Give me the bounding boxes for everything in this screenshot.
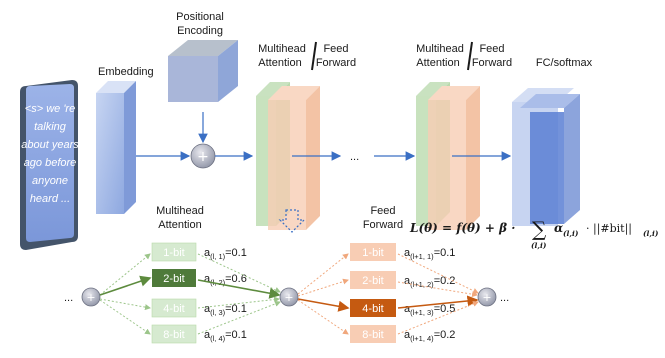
bottom-feed-label: Feed	[370, 205, 395, 217]
input-line-6: heard ...	[30, 193, 70, 205]
attention-alpha-3: a(l, 3)=0.1	[204, 303, 247, 317]
embedding-label: Embedding	[98, 66, 154, 78]
ff-alpha-2: a(l+1, 2)=0.2	[404, 275, 455, 289]
bottom-forward-label: Forward	[363, 219, 403, 231]
middle-ellipsis: ...	[350, 151, 359, 163]
ff-bit-4[interactable]: 8-bit	[350, 325, 396, 343]
attention-bit-3-label: 4-bit	[163, 303, 184, 315]
layer1-divider-slash	[311, 41, 317, 71]
layer2-forward-label: Forward	[472, 57, 512, 69]
layer1-feed-label: Feed	[323, 43, 348, 55]
input-line-4: ago before	[24, 157, 77, 169]
transformer-layer-1	[256, 82, 320, 230]
bottom-right-ellipsis: ...	[500, 292, 509, 304]
bottom-attention-label: Attention	[158, 219, 201, 231]
bottom-left-ellipsis: ...	[64, 292, 73, 304]
fc-softmax-label: FC/softmax	[536, 57, 593, 69]
ff-alpha-3: a(l+1, 3)=0.5	[404, 303, 455, 317]
ff-bit-4-label: 8-bit	[362, 329, 383, 341]
embedding-block	[96, 81, 136, 214]
attention-bit-2-label: 2-bit	[163, 273, 184, 285]
attention-fan-in	[197, 253, 281, 335]
formula-norm: · ||#bit||	[586, 222, 632, 236]
formula-lhs: L(θ) = f(θ) + β ·	[409, 221, 515, 235]
attention-fan-out	[99, 253, 152, 335]
bottom-left-plus-node: +	[81, 287, 101, 307]
input-line-1: <s> we 're	[25, 103, 75, 115]
attention-bit-4-label: 8-bit	[163, 329, 184, 341]
attention-bit-1-label: 1-bit	[163, 247, 184, 259]
attention-bit-2[interactable]: 2-bit	[152, 269, 196, 287]
top-plus-node: +	[190, 143, 216, 169]
ff-bit-2[interactable]: 2-bit	[350, 271, 396, 289]
svg-text:+: +	[284, 291, 293, 304]
ff-bit-1-label: 1-bit	[362, 247, 383, 259]
svg-text:+: +	[482, 291, 491, 304]
bottom-right-plus-node: +	[477, 287, 497, 307]
attention-bit-1[interactable]: 1-bit	[151, 242, 197, 262]
attention-alpha-1: a(l, 1)=0.1	[204, 247, 247, 261]
layer1-forward-label: Forward	[316, 57, 356, 69]
positional-encoding-cube	[168, 40, 238, 102]
ff-fan-out	[297, 253, 350, 335]
formula-alpha-sub: (l,i)	[563, 229, 579, 238]
attention-alpha-2: a(l, 2)=0.6	[204, 273, 247, 287]
attention-alpha-4: a(l, 4)=0.1	[204, 329, 247, 343]
ff-alpha-1: a(l+1, 1)=0.1	[404, 247, 455, 261]
positional-label-line-2: Encoding	[177, 25, 223, 37]
attention-bit-3[interactable]: 4-bit	[151, 298, 197, 318]
ff-fan-in	[397, 253, 479, 335]
formula-sum: ∑	[532, 217, 547, 241]
input-line-3: about years	[21, 139, 79, 151]
layer1-multihead-label: Multihead	[258, 43, 306, 55]
layer2-attention-label: Attention	[416, 57, 459, 69]
formula-sum-sub: (l,i)	[531, 241, 547, 250]
attention-bit-4[interactable]: 8-bit	[151, 324, 197, 344]
formula-norm-sub: (l,i)	[643, 229, 659, 238]
layer2-multihead-label: Multihead	[416, 43, 464, 55]
bottom-multihead-label: Multihead	[156, 205, 204, 217]
ff-bit-3[interactable]: 4-bit	[350, 299, 396, 317]
ff-bit-1[interactable]: 1-bit	[350, 243, 396, 261]
formula-alpha: α	[554, 221, 563, 235]
loss-formula: L(θ) = f(θ) + β · ∑ (l,i) α (l,i) · ||#b…	[409, 217, 659, 250]
ff-bit-2-label: 2-bit	[362, 275, 383, 287]
positional-label-line-1: Positional	[176, 11, 224, 23]
svg-text:+: +	[86, 291, 95, 304]
ff-alpha-4: a(l+1, 4)=0.2	[404, 329, 455, 343]
layer1-attention-label: Attention	[258, 57, 301, 69]
input-line-2: talking	[34, 121, 67, 133]
layer2-divider-slash	[467, 41, 473, 71]
input-line-5: anyone	[32, 175, 68, 187]
ff-bit-3-label: 4-bit	[362, 303, 383, 315]
transformer-layer-2	[416, 82, 480, 230]
expand-down-arrow	[278, 209, 306, 233]
input-sentence-card: <s> we 're talking about years ago befor…	[20, 80, 79, 250]
svg-text:+: +	[197, 149, 209, 165]
layer2-feed-label: Feed	[479, 43, 504, 55]
fc-softmax-block	[512, 88, 580, 226]
bottom-middle-plus-node: +	[279, 287, 299, 307]
